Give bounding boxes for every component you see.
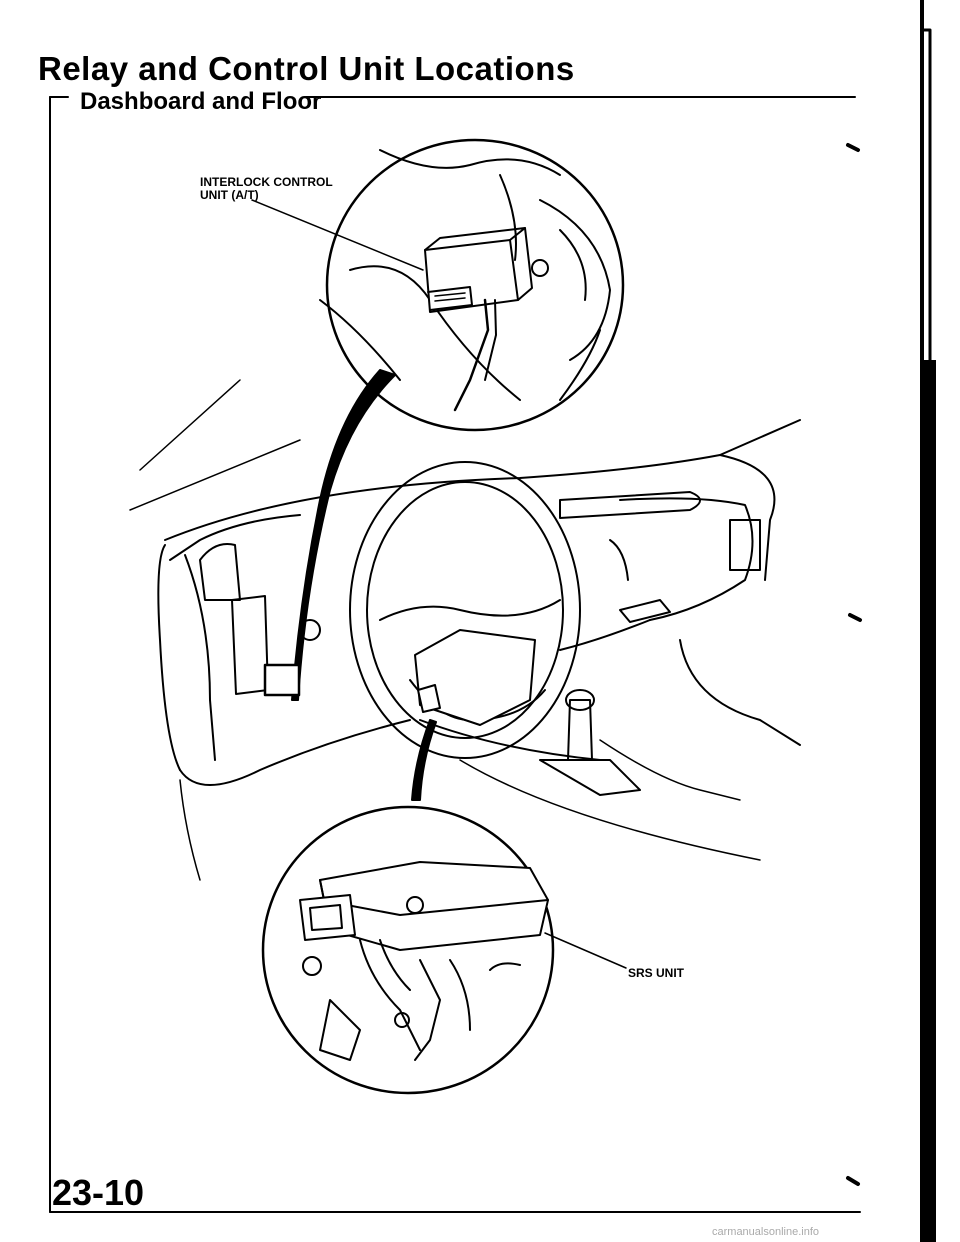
callout-line: UNIT (A/T) [200,188,259,202]
bottom-leader-wedge [411,719,437,801]
callout-line: INTERLOCK CONTROL [200,175,333,189]
srs-detail-circle [261,805,627,1095]
interlock-detail-circle [251,138,625,432]
gear-shifter [539,689,641,796]
page-title: Relay and Control Unit Locations [38,50,575,87]
steering-wheel [349,461,581,759]
dashboard-body [129,379,801,881]
callout-srs-unit: SRS UNIT [628,966,685,980]
page-number: 23-10 [52,1172,145,1213]
callout-interlock-control-unit: INTERLOCK CONTROL UNIT (A/T) [200,176,333,202]
top-leader-wedge [291,369,396,701]
section-title: Dashboard and Floor [80,88,322,115]
footer-watermark[interactable]: carmanualsonline.info [712,1226,820,1238]
